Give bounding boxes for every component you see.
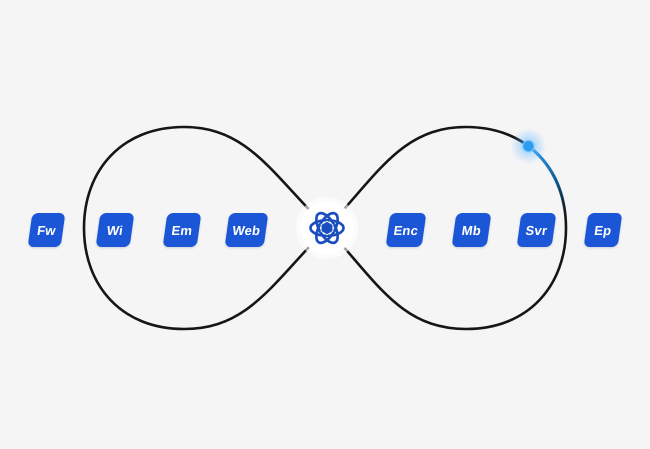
badge-enc-label: Enc (392, 222, 420, 238)
badge-svr: Svr (516, 213, 557, 247)
badge-mb-label: Mb (460, 222, 483, 238)
badge-em: Em (162, 213, 202, 247)
badge-fw-label: Fw (36, 222, 57, 238)
badge-em-label: Em (170, 222, 194, 238)
badge-svr-label: Svr (524, 222, 549, 238)
badge-enc: Enc (385, 213, 427, 247)
badge-wi-label: Wi (105, 222, 125, 238)
badge-web-label: Web (231, 222, 262, 238)
badge-fw: Fw (27, 213, 66, 247)
atom-nucleus-hexagon (320, 220, 334, 236)
badge-mb: Mb (451, 213, 492, 247)
progress-dot (522, 140, 535, 153)
badge-wi: Wi (95, 213, 135, 247)
badge-ep: Ep (583, 213, 623, 247)
badge-web: Web (224, 213, 269, 247)
atom-icon (309, 211, 345, 245)
badge-ep-label: Ep (593, 222, 613, 238)
